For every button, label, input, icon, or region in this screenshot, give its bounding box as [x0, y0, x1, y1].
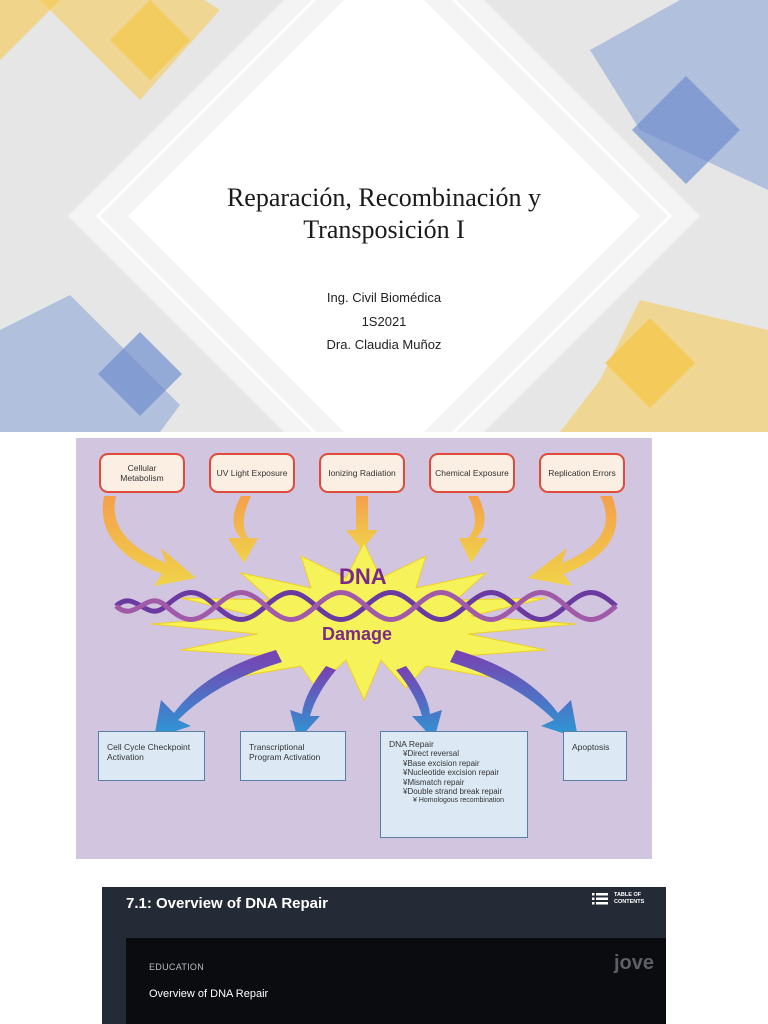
slide-title-line-2: Transposición I [303, 215, 465, 244]
source-ionizing-radiation: Ionizing Radiation [319, 453, 405, 493]
course-name: Ing. Civil Biomédica [326, 290, 442, 305]
slide-decoration [0, 0, 768, 432]
slide-title-line-1: Reparación, Recombinación y [226, 183, 542, 212]
dna-helix [114, 590, 618, 622]
instructor: Dra. Claudia Muñoz [326, 337, 442, 352]
repair-item: ¥Nucleotide excision repair [403, 768, 500, 777]
title-slide: Reparación, Recombinación y Transposició… [0, 0, 768, 432]
dna-damage-diagram: Cellular Metabolism UV Light Exposure Io… [76, 438, 652, 859]
semester: 1S2021 [361, 313, 407, 329]
arrow-checkpoint [154, 650, 282, 738]
video-subtitle: Overview of DNA Repair [149, 988, 269, 1000]
table-of-contents-button[interactable]: TABLE OF CONTENTS [592, 892, 648, 906]
arrow-repair [396, 666, 442, 740]
arrow-ionizing [346, 496, 378, 550]
arrow-transcription [290, 666, 336, 740]
arrow-apoptosis [450, 650, 578, 738]
video-title: 7.1: Overview of DNA Repair [126, 895, 329, 912]
arrow-metabolism [102, 496, 196, 586]
outcome-apoptosis: Apoptosis [563, 731, 627, 781]
video-category: EDUCATION [149, 962, 205, 972]
arrow-replication [528, 496, 617, 586]
repair-list: ¥Direct reversal ¥Base excision repair ¥… [389, 749, 519, 797]
video-card[interactable]: 7.1: Overview of DNA Repair TABLE OF CON… [102, 887, 666, 1024]
repair-subitem: ¥ Homologous recombination [413, 796, 505, 804]
arrow-chemical [459, 496, 488, 563]
video-player[interactable]: EDUCATION Overview of DNA Repair jove [126, 938, 666, 1024]
list-icon [592, 893, 608, 905]
dna-label: DNA [339, 564, 387, 589]
source-chemical-exposure: Chemical Exposure [429, 453, 515, 493]
damage-label: Damage [322, 624, 393, 644]
arrow-uv [228, 496, 258, 563]
outcome-transcription: Transcriptional Program Activation [240, 731, 346, 781]
repair-item: ¥Mismatch repair [403, 777, 465, 787]
toc-label: TABLE OF CONTENTS [614, 892, 645, 905]
slide-subtitle: Ing. Civil Biomédica 1S2021 Dra. Claudia… [0, 286, 768, 357]
repair-item: ¥Double strand break repair [403, 787, 503, 796]
source-uv-light: UV Light Exposure [209, 453, 295, 493]
outcome-dna-repair: DNA Repair ¥Direct reversal ¥Base excisi… [380, 731, 528, 838]
repair-item: ¥Base excision repair [403, 758, 480, 768]
diagram-graphics [102, 496, 618, 740]
repair-item: ¥Direct reversal [403, 749, 460, 758]
damage-starburst [150, 541, 577, 702]
source-replication-errors: Replication Errors [539, 453, 625, 493]
source-cellular-metabolism: Cellular Metabolism [99, 453, 185, 493]
slide-title: Reparación, Recombinación y Transposició… [0, 182, 768, 246]
repair-title: DNA Repair [389, 739, 434, 749]
jove-logo: jove [613, 952, 654, 974]
outcome-checkpoint: Cell Cycle Checkpoint Activation [98, 731, 205, 781]
